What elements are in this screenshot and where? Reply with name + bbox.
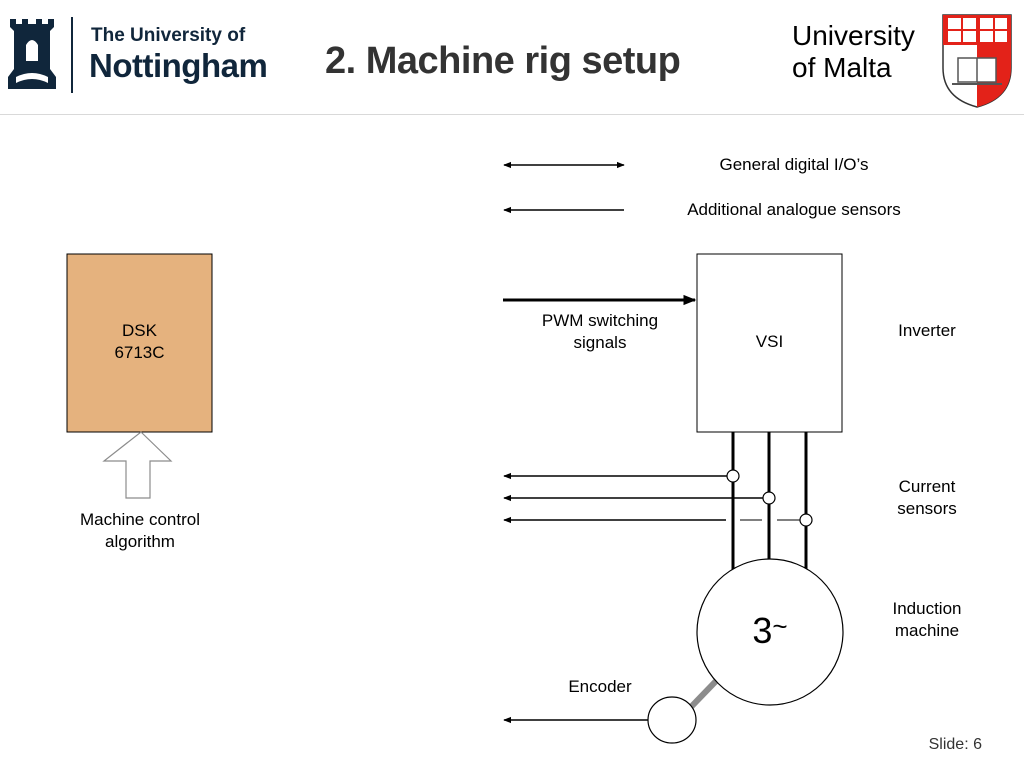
dsk-block xyxy=(66,253,213,433)
encoder-label: Encoder xyxy=(568,677,632,696)
pwm-label-line1: PWM switching xyxy=(541,311,659,330)
ac-symbol: ~ xyxy=(772,611,788,641)
current-sensor-c xyxy=(799,513,813,527)
encoder-shaft xyxy=(687,677,720,711)
inverter-label: Inverter xyxy=(898,321,956,340)
current-sensor-a xyxy=(726,469,740,483)
control-label-line2: algorithm xyxy=(105,532,175,551)
control-label-line1: Machine control xyxy=(79,510,200,529)
header-divider xyxy=(0,114,1024,115)
slide-number: Slide: 6 xyxy=(928,736,982,753)
vsi-label: VSI xyxy=(755,332,784,351)
legend-bidirectional-label: General digital I/O’s xyxy=(719,155,869,174)
nottingham-line1: The University of xyxy=(91,25,246,46)
malta-name: University of Malta xyxy=(792,20,915,84)
logo-divider xyxy=(71,17,73,93)
control-input-arrow xyxy=(102,431,173,499)
induction-label-line1: Induction xyxy=(892,599,962,618)
legend-unidirectional-label: Additional analogue sensors xyxy=(687,200,901,219)
malta-line2: of Malta xyxy=(792,52,892,83)
motor-label: 3~ xyxy=(720,610,820,652)
current-sensor-b xyxy=(762,491,776,505)
dsk-label-line1: DSK xyxy=(122,321,157,340)
dsk-label-line2: 6713C xyxy=(114,343,165,362)
current-sensors-line1: Current xyxy=(898,477,956,496)
nottingham-line2: Nottingham xyxy=(89,47,268,84)
encoder-circle xyxy=(647,696,697,744)
pwm-label: PWM switching signals xyxy=(510,310,690,354)
castle-crest-icon xyxy=(8,19,56,89)
vsi-block xyxy=(696,253,843,433)
induction-label-line2: machine xyxy=(894,621,960,640)
dsk-label: DSK 6713C xyxy=(67,320,212,364)
page-title: 2. Machine rig setup xyxy=(325,40,681,82)
control-algorithm-label: Machine control algorithm xyxy=(40,509,240,553)
induction-machine-label: Induction machine xyxy=(867,598,987,642)
current-sensors-line2: sensors xyxy=(897,499,957,518)
current-sensors-label: Current sensors xyxy=(867,476,987,520)
university-shield-icon xyxy=(942,14,1012,108)
pwm-label-line2: signals xyxy=(573,333,627,352)
motor-phase-count: 3 xyxy=(752,610,773,651)
induction-machine-circle xyxy=(696,558,844,706)
malta-line1: University xyxy=(792,20,915,51)
